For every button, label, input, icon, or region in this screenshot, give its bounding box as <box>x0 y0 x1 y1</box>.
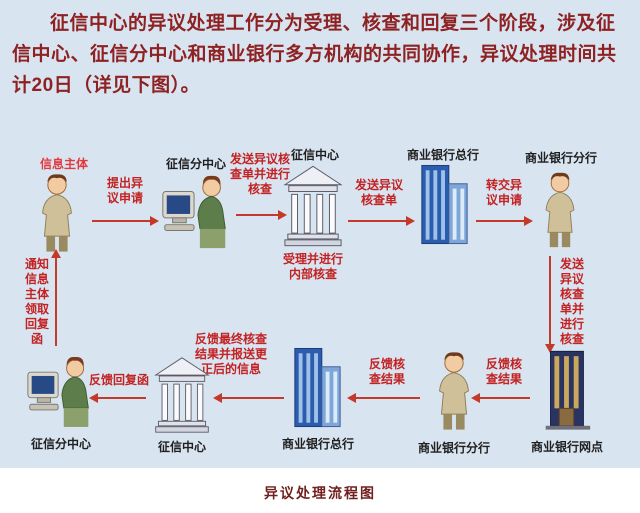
label-bank-hq-bottom: 商业银行总行 <box>281 437 354 451</box>
label-info-subject: 信息主体 <box>39 157 88 171</box>
label-credit-center-bottom: 征信中心 <box>157 440 206 454</box>
note-credit-center-accept: 受理并进行 内部核查 <box>282 252 343 281</box>
intro-paragraph: 征信中心的异议处理工作分为受理、核查和回复三个阶段，涉及征信中心、征信分中心和商… <box>12 13 617 96</box>
arrow-right-icon <box>348 216 415 226</box>
office-building-icon <box>290 344 344 432</box>
edge-label-send-check-form: 发送异议 核查单 <box>354 178 403 207</box>
bottom-strip <box>0 468 640 513</box>
edge-label-forward-dispute: 转交异 议申请 <box>485 178 522 207</box>
arrow-up-icon <box>51 249 61 346</box>
edge-label-feedback-final-result: 反馈最终核查 结果并报送更 正后的信息 <box>194 332 267 376</box>
edge-label-notify-subject: 通知 信息 主体 领取 回复 函 <box>24 257 49 346</box>
edge-label-feedback-reply: 反馈回复函 <box>88 373 149 387</box>
bank-building-icon <box>283 163 343 249</box>
arrow-right-icon <box>236 210 287 220</box>
edge-label-feedback-result-mid: 反馈核 查结果 <box>368 357 405 386</box>
person-icon <box>427 350 481 432</box>
office-building-icon <box>417 162 471 248</box>
bank-building-icon <box>153 356 211 434</box>
arrow-right-icon <box>476 216 533 226</box>
label-credit-sub-center-top: 征信分中心 <box>165 157 226 171</box>
label-credit-sub-center-bottom: 征信分中心 <box>30 437 91 451</box>
label-credit-center-top: 征信中心 <box>290 148 339 162</box>
arrow-left-icon <box>347 393 420 403</box>
diagram-caption: 异议处理流程图 <box>264 485 376 501</box>
arrow-left-icon <box>89 393 146 403</box>
edge-label-send-check-form-and-check: 发送异议核 查单并进行 核查 <box>229 152 290 196</box>
person-icon <box>30 172 84 254</box>
arrow-down-icon <box>545 256 555 353</box>
edge-label-feedback-result-right: 反馈核 查结果 <box>485 357 522 386</box>
arrow-left-icon <box>213 393 284 403</box>
label-bank-branch-bottom: 商业银行分行 <box>417 441 490 455</box>
person-icon <box>534 170 586 250</box>
computer-person-icon <box>26 352 94 432</box>
outlet-building-icon <box>537 348 595 432</box>
computer-person-icon <box>160 172 232 252</box>
arrow-left-icon <box>471 393 530 403</box>
label-bank-outlet: 商业银行网点 <box>530 440 603 454</box>
label-bank-branch-top: 商业银行分行 <box>524 151 597 165</box>
edge-label-submit-dispute: 提出异 议申请 <box>106 176 143 205</box>
arrow-right-icon <box>92 216 159 226</box>
label-bank-hq-top: 商业银行总行 <box>406 148 479 162</box>
edge-label-send-check-form-vertical: 发送 异议 核查 单并 进行 核查 <box>559 257 584 346</box>
